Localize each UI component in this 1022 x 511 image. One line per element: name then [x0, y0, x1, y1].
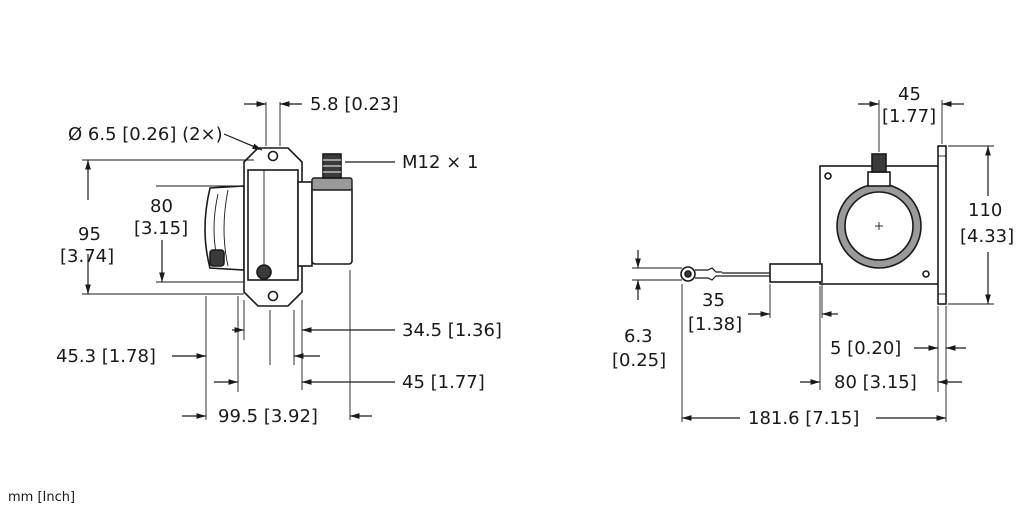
rear-cover [204, 185, 245, 271]
dim-height-80: 80 [150, 196, 173, 217]
dim-depth-34-5: 34.5 [1.36] [402, 320, 502, 341]
dim-hole-spacing: 5.8 [0.23] [310, 94, 398, 115]
connector-housing [311, 185, 353, 265]
dim-length-181-6: 181.6 [7.15] [748, 408, 859, 429]
dim-cable-6-3: 6.3 [624, 326, 653, 347]
dim-width-80: 80 [3.15] [834, 372, 917, 393]
m12-connector-top [871, 153, 887, 173]
dim-cable-35-in: [1.38] [688, 314, 742, 335]
dim-depth-99-5: 99.5 [3.92] [218, 406, 318, 427]
dim-height-95: 95 [78, 224, 101, 245]
side-view: M12 × 1 5.8 [0.23] Ø 6.5 [0.26] (2×) 95 … [56, 94, 502, 427]
front-view: 45 [1.77] 110 [4.33] 6.3 [0.25] 35 [1.38… [612, 84, 1014, 429]
dim-depth-45-3: 45.3 [1.78] [56, 346, 156, 367]
dim-offset-45-in: [1.77] [882, 106, 936, 127]
connector-label: M12 × 1 [402, 152, 478, 173]
dim-height-110: 110 [968, 200, 1002, 221]
dim-height-110-in: [4.33] [960, 226, 1014, 247]
dim-height-95-in: [3.74] [60, 246, 114, 267]
housing-body [247, 169, 299, 281]
dim-height-80-in: [3.15] [134, 218, 188, 239]
dim-offset-45: 45 [898, 84, 921, 105]
dim-cable-6-3-in: [0.25] [612, 350, 666, 371]
dim-depth-45: 45 [1.77] [402, 372, 485, 393]
units-note: mm [Inch] [8, 490, 75, 505]
cable-sheath [769, 263, 823, 283]
dim-cable-35: 35 [702, 290, 725, 311]
dim-flange-5: 5 [0.20] [830, 338, 901, 359]
dim-hole-diameter: Ø 6.5 [0.26] (2×) [68, 124, 223, 145]
